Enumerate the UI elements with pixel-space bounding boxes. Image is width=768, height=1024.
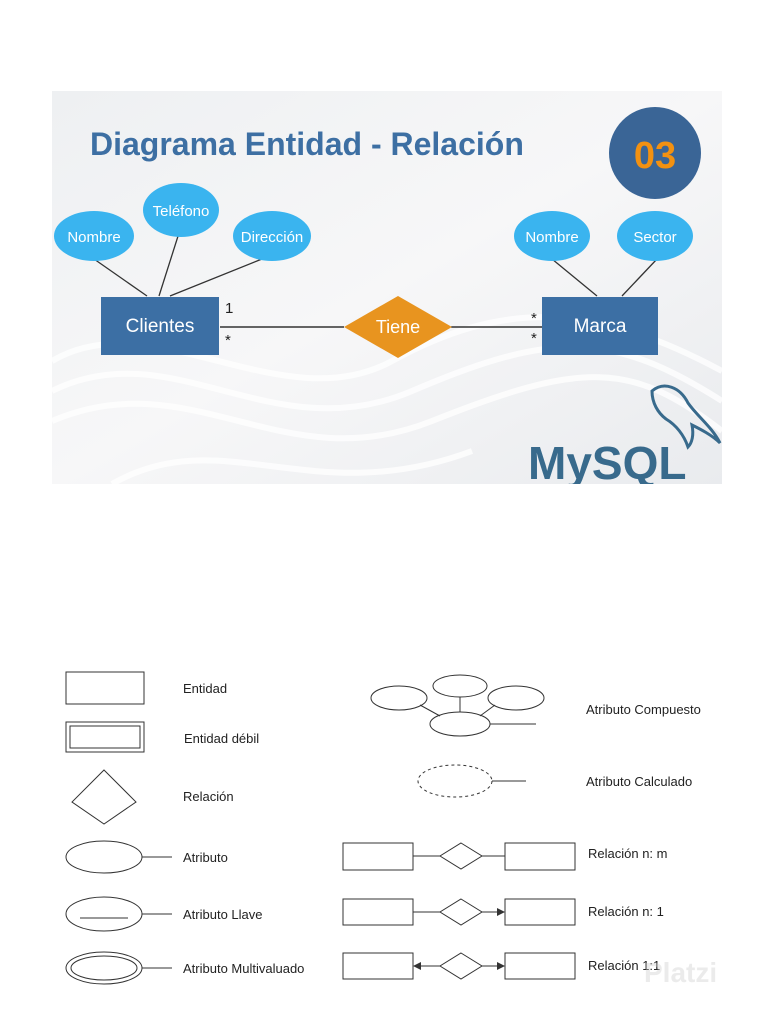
logo-text: MySQL <box>528 437 686 484</box>
entity-label: Clientes <box>126 316 195 337</box>
legend-label-atributo-multivaluado: Atributo Multivaluado <box>183 961 304 976</box>
legend-label-relacion-n1: Relación n: 1 <box>588 904 664 919</box>
entity-marca: Marca <box>542 297 658 355</box>
multivalued-attribute-symbol-outer <box>65 951 143 985</box>
cardinality-left-top: 1 <box>225 300 233 317</box>
er-diagram-banner: Diagrama Entidad - Relación 03 Nombre Te… <box>52 91 722 484</box>
entity-symbol <box>65 671 145 705</box>
key-attribute-symbol <box>65 896 143 932</box>
attribute-symbol <box>65 840 143 874</box>
attribute-telefono: Teléfono <box>143 183 219 237</box>
cardinality-left-bottom: * <box>225 332 231 349</box>
attribute-direccion: Dirección <box>233 211 311 261</box>
attribute-label: Teléfono <box>153 203 210 220</box>
legend-label-entidad-debil: Entidad débil <box>184 731 259 746</box>
arrowhead-icon <box>497 962 505 970</box>
legend-label-atributo-llave: Atributo Llave <box>183 907 263 922</box>
relationship-label: Tiene <box>376 317 420 337</box>
badge-number: 03 <box>634 135 676 177</box>
multivalued-attribute-symbol-inner <box>70 955 138 981</box>
dolphin-icon <box>650 384 722 450</box>
attribute-label: Nombre <box>67 229 120 246</box>
relationship-symbol <box>71 769 137 825</box>
legend-label-relacion-11: Relación 1:1 <box>588 958 660 973</box>
legend-label-atributo: Atributo <box>183 850 228 865</box>
er-notation-legend: Entidad Entidad débil Relación Atributo … <box>65 671 717 988</box>
mysql-logo: MySQL <box>528 384 722 484</box>
number-badge <box>609 107 701 199</box>
derived-attribute-symbol <box>417 764 493 798</box>
relationship-tiene: Tiene <box>344 296 452 358</box>
composite-attribute-symbol <box>370 674 545 737</box>
arrowhead-icon <box>497 908 505 916</box>
platzi-watermark: Platzi <box>644 957 717 988</box>
weak-entity-symbol-inner <box>69 725 141 749</box>
cardinality-right-top: * <box>531 310 537 327</box>
arrowhead-icon <box>413 962 421 970</box>
attribute-label: Nombre <box>525 229 578 246</box>
entity-label: Marca <box>574 316 627 337</box>
attribute-nombre-left: Nombre <box>54 211 134 261</box>
attribute-nombre-right: Nombre <box>514 211 590 261</box>
legend-label-atributo-compuesto: Atributo Compuesto <box>586 702 701 717</box>
legend-label-relacion: Relación <box>183 789 234 804</box>
diagram-title: Diagrama Entidad - Relación <box>90 126 524 162</box>
weak-entity-symbol-outer <box>65 721 145 753</box>
relation-n1-symbol <box>342 898 576 926</box>
legend-label-atributo-calculado: Atributo Calculado <box>586 774 692 789</box>
entity-clientes: Clientes <box>101 297 219 355</box>
legend-label-relacion-nm: Relación n: m <box>588 846 667 861</box>
attribute-connectors <box>93 232 658 297</box>
attribute-sector: Sector <box>617 211 693 261</box>
relation-nm-symbol <box>342 842 576 871</box>
attribute-label: Dirección <box>241 229 304 246</box>
attribute-label: Sector <box>633 229 676 246</box>
relation-11-symbol <box>342 952 576 980</box>
legend-label-entidad: Entidad <box>183 681 227 696</box>
cardinality-right-bottom: * <box>531 330 537 347</box>
